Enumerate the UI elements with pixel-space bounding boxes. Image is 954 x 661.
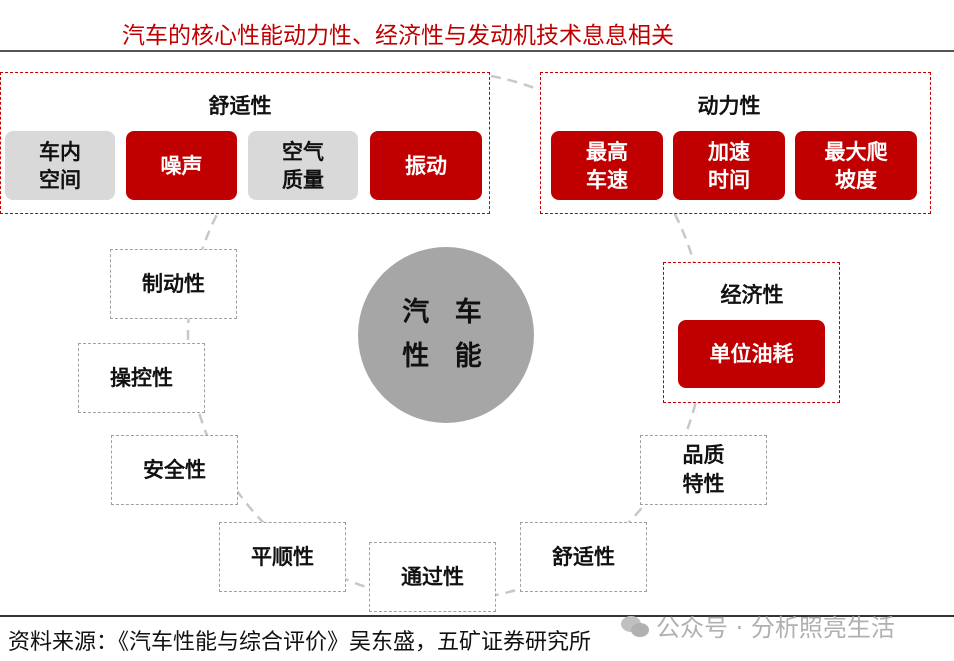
property-braking: 制动性 <box>110 249 237 319</box>
watermark: 公众号 · 分析照亮生活 <box>620 608 895 643</box>
power-label: 动力性 <box>697 94 761 118</box>
economy-label: 经济性 <box>720 283 784 307</box>
comfort-item-interior-space: 车内空间 <box>5 131 115 200</box>
property-handling: 操控性 <box>78 343 205 413</box>
property-comfort: 舒适性 <box>520 522 647 592</box>
comfort-label: 舒适性 <box>208 94 272 118</box>
property-quality: 品质特性 <box>640 435 767 505</box>
property-passability: 通过性 <box>369 542 496 612</box>
footer-divider <box>0 615 954 617</box>
property-safety: 安全性 <box>111 435 238 505</box>
center-car-performance: 汽 车性 能 <box>358 247 534 423</box>
economy-item-fuel-consumption: 单位油耗 <box>678 320 825 388</box>
comfort-item-noise: 噪声 <box>126 131 237 200</box>
comfort-item-vibration: 振动 <box>370 131 482 200</box>
page-title: 汽车的核心性能动力性、经济性与发动机技术息息相关 <box>122 23 674 49</box>
power-item-top-speed: 最高车速 <box>551 131 663 200</box>
power-item-acceleration-time: 加速时间 <box>673 131 785 200</box>
watermark-text: 公众号 · 分析照亮生活 <box>656 614 895 642</box>
source-note: 资料来源：《汽车性能与综合评价》吴东盛，五矿证券研究所 <box>8 630 592 655</box>
comfort-item-air-quality: 空气质量 <box>248 131 358 200</box>
power-item-max-gradeability: 最大爬坡度 <box>795 131 917 200</box>
property-ride-comfort: 平顺性 <box>219 522 346 592</box>
title-divider <box>0 50 954 52</box>
wechat-icon <box>621 615 649 637</box>
